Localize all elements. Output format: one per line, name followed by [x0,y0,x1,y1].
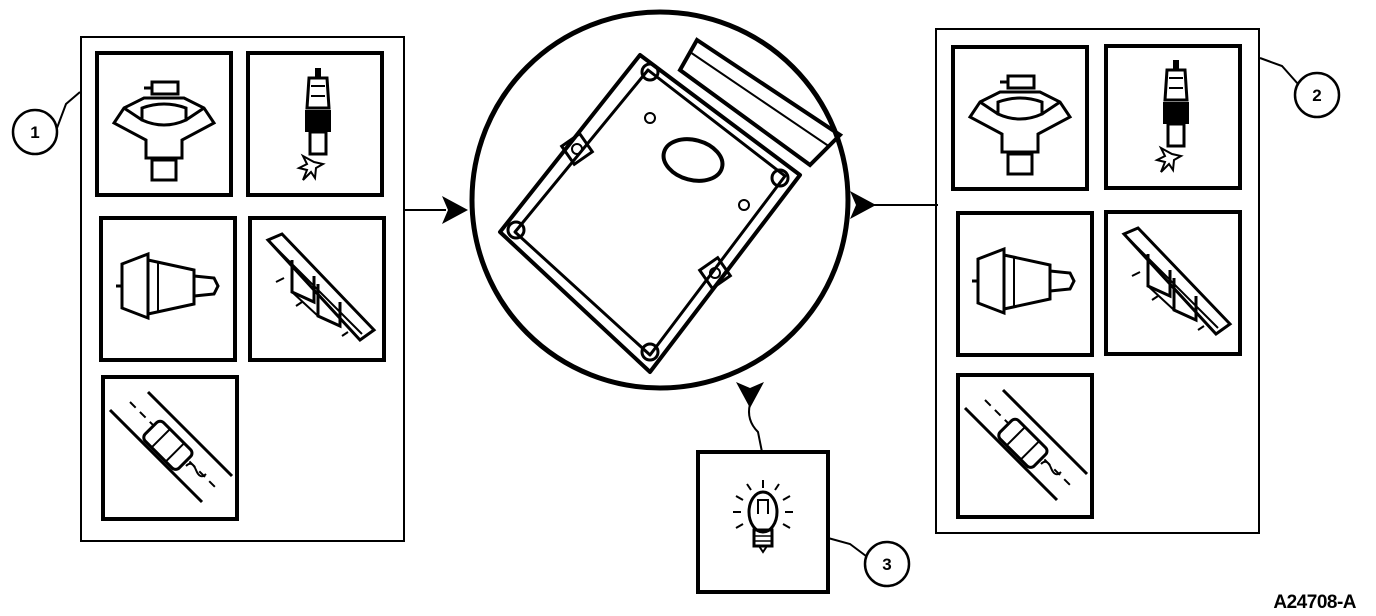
input-sensors-panel [80,36,405,542]
transmission-tile [99,216,237,362]
engine-icon-output [968,74,1072,176]
input-to-module-arrow [404,196,468,224]
road-vehicle-tile-output [956,373,1094,519]
road-vehicle-icon [108,390,234,504]
chassis-frame-tile-output [1104,210,1242,356]
callout-3: 3 [827,537,911,588]
road-vehicle-icon-output [963,388,1089,502]
chassis-frame-tile [248,216,386,362]
callout-1-label: 1 [30,123,39,142]
spark-plug-tile-output [1104,44,1242,190]
chassis-frame-icon-output [1122,226,1232,336]
engine-tile-output [951,45,1089,191]
module-to-lamp-arrow [736,382,764,453]
control-module [469,9,851,391]
engine-tile [95,51,233,197]
chassis-frame-icon [266,232,376,342]
transmission-icon-output [970,247,1076,315]
transmission-tile-output [956,211,1094,357]
callout-2-label: 2 [1312,86,1321,105]
spark-plug-icon [297,66,333,182]
callout-2: 2 [1259,57,1341,119]
warning-lamp-tile [696,450,830,594]
control-module-icon [498,37,844,374]
transmission-icon [114,252,220,320]
warning-lamp-icon [733,480,793,554]
road-vehicle-tile [101,375,239,521]
module-to-output-arrow [850,191,938,219]
callout-3-label: 3 [882,555,891,574]
engine-icon [112,80,216,182]
callout-1: 1 [11,91,81,156]
spark-plug-icon-output [1155,58,1191,174]
spark-plug-tile [246,51,384,197]
figure-id: A24708-A [1273,592,1356,613]
output-actuators-panel [935,28,1260,534]
